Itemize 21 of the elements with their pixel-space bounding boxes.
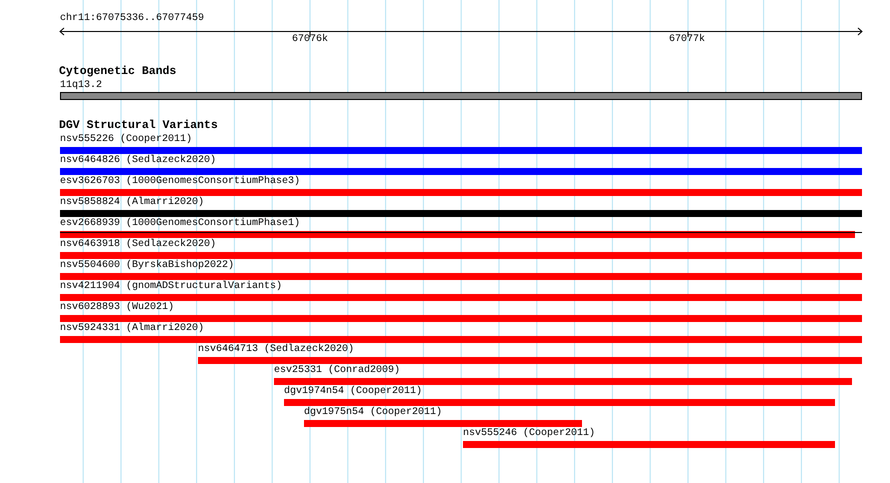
variant-label: nsv5924331 (Almarri2020) <box>60 323 206 335</box>
variant-label: nsv4211904 (gnomADStructuralVariants) <box>60 281 284 293</box>
band-label: 11q13.2 <box>60 80 104 92</box>
variant-label: esv25331 (Conrad2009) <box>274 365 402 377</box>
variant-label: nsv555226 (Cooper2011) <box>60 134 194 146</box>
track-title: DGV Structural Variants <box>59 120 218 132</box>
variant-label: nsv6464713 (Sedlazeck2020) <box>198 344 356 356</box>
track-title: Cytogenetic Bands <box>59 66 176 78</box>
variant-label: dgv1974n54 (Cooper2011) <box>284 386 424 398</box>
variant-label: esv3626703 (1000GenomesConsortiumPhase3) <box>60 176 302 188</box>
axis-tick-label: 67077k <box>669 35 706 45</box>
variant-label: nsv6463918 (Sedlazeck2020) <box>60 239 218 251</box>
variant-label: nsv555246 (Cooper2011) <box>463 428 596 440</box>
chromosome-position: chr11:67075336..67077459 <box>60 14 204 24</box>
variant-label: nsv6028893 (Wu2021) <box>60 302 176 314</box>
variant-label: nsv6464826 (Sedlazeck2020) <box>60 155 218 167</box>
variant-label: nsv5504600 (ByrskaBishop2022) <box>60 260 236 272</box>
variant-label: esv2668939 (1000GenomesConsortiumPhase1) <box>60 218 302 230</box>
variant-label: nsv5858824 (Almarri2020) <box>60 197 206 209</box>
variant-label: dgv1975n54 (Cooper2011) <box>304 407 444 419</box>
axis-tick-label: 67076k <box>292 35 328 45</box>
